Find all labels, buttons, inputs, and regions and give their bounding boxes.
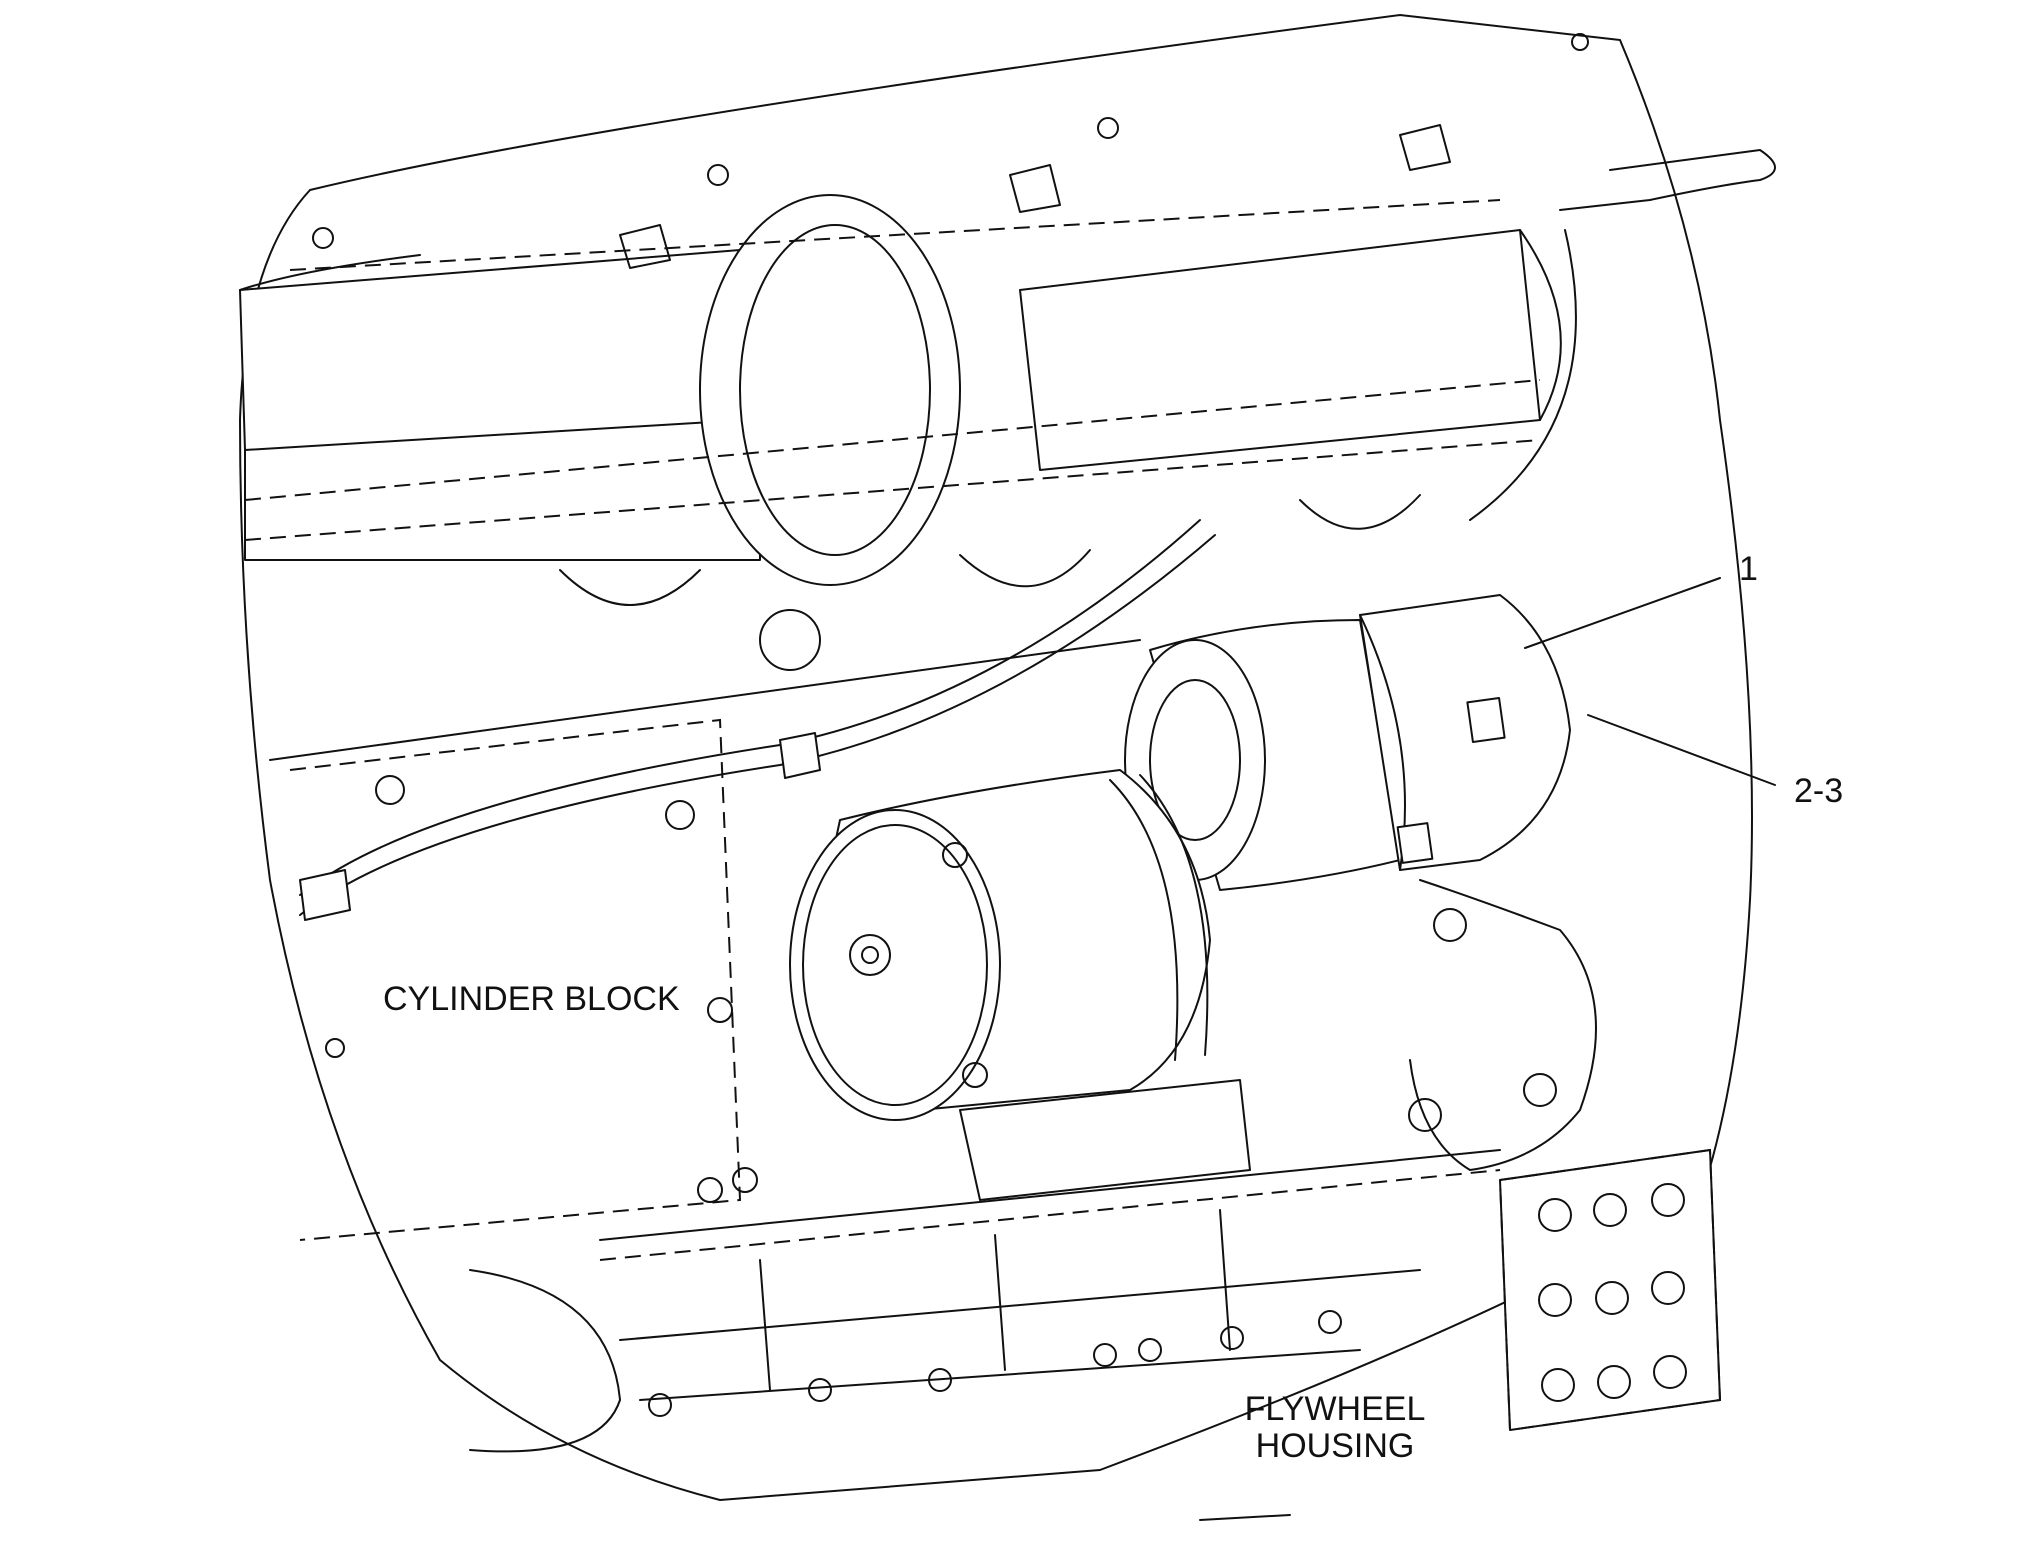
leader-line-1 (1524, 577, 1721, 649)
leader-line-2-3 (1587, 714, 1776, 786)
oil-pan (469, 1149, 1501, 1521)
flywheel-housing (1408, 879, 1722, 1432)
starter-motor (789, 594, 1571, 1201)
cylinder-block-label: CYLINDER BLOCK (383, 980, 680, 1018)
cylinder-block (269, 519, 1216, 1241)
fuel-line (1559, 149, 1776, 211)
callout-2-3-label: 2-3 (1794, 772, 1843, 810)
flywheel-housing-label-line1: FLYWHEEL (1245, 1390, 1426, 1428)
flywheel-housing-label-line2: HOUSING (1256, 1427, 1415, 1465)
callout-1-label: 1 (1739, 550, 1758, 588)
upper-manifold-assembly (239, 33, 1589, 671)
